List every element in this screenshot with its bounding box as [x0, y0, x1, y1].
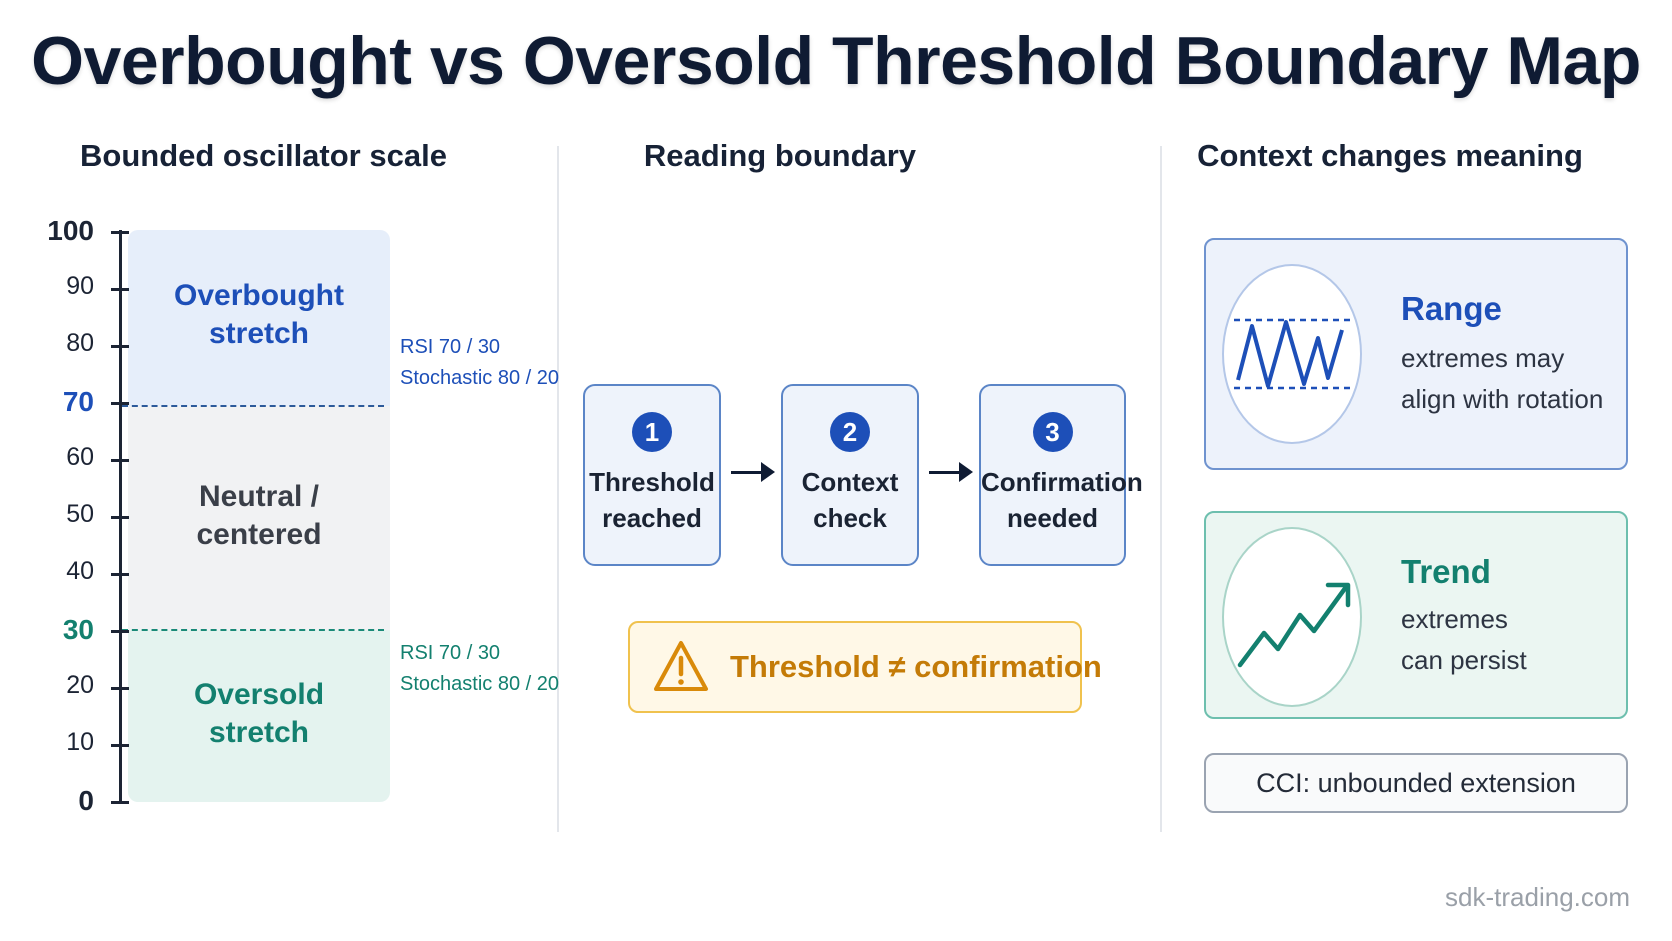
column-divider: [1160, 146, 1162, 832]
overbought-zone: [128, 230, 390, 406]
trend-context-card: Trend extremes can persist: [1204, 511, 1628, 719]
step-number-badge: 2: [830, 412, 870, 452]
scale-tick-label: 30: [62, 614, 94, 645]
step-number-badge: 3: [1032, 412, 1073, 452]
scale-tick: [111, 288, 129, 291]
scale-tick-label: 60: [66, 443, 94, 471]
step-label-line1: Confirmation: [981, 467, 1143, 497]
threshold-70-line: [122, 405, 384, 407]
arrow-right-icon: [929, 462, 973, 482]
scale-tick: [111, 231, 129, 234]
scale-tick-label: 10: [66, 728, 94, 756]
scale-tick: [111, 459, 129, 462]
range-title: Range: [1401, 290, 1502, 327]
range-context-card: Range extremes may align with rotation: [1204, 238, 1628, 470]
scale-tick-label: 50: [66, 500, 94, 528]
warning-triangle-icon: [654, 641, 708, 691]
lower-note-stochastic: Stochastic 80 / 20: [400, 673, 559, 695]
scale-tick-label: 80: [66, 329, 94, 357]
scale-tick-label: 20: [66, 671, 94, 699]
scale-tick: [111, 687, 129, 690]
scale-tick-label: 100: [47, 215, 94, 246]
warning-callout: Threshold ≠ confirmation: [628, 621, 1102, 713]
scale-tick-label: 40: [66, 557, 94, 585]
oversold-zone: [128, 630, 390, 802]
step-context-check: 2 Context check: [781, 384, 919, 566]
scale-tick-label: 0: [78, 785, 94, 816]
oversold-label-line2: stretch: [208, 716, 310, 749]
left-column-heading: Bounded oscillator scale: [80, 138, 447, 173]
overbought-label: Overbought stretch: [128, 277, 390, 353]
upper-threshold-note: RSI 70 / 30 Stochastic 80 / 20: [400, 332, 559, 394]
neutral-zone: [128, 406, 390, 630]
scale-tick-label: 70: [62, 386, 94, 417]
step-threshold-reached: 1 Threshold reached: [583, 384, 721, 566]
scale-tick: [111, 630, 129, 633]
overbought-label-line1: Overbought: [174, 279, 344, 312]
page-title: Overbought vs Oversold Threshold Boundar…: [31, 23, 1641, 99]
range-icon-circle: [1222, 264, 1362, 444]
threshold-30-line: [122, 629, 384, 631]
trend-description-line1: extremes: [1401, 604, 1508, 634]
scale-tick: [111, 516, 129, 519]
arrow-right-icon: [731, 462, 775, 482]
step-label-line2: needed: [1006, 503, 1099, 533]
scale-tick: [111, 402, 129, 405]
range-description: extremes may align with rotation: [1401, 338, 1603, 420]
step-label-line2: reached: [602, 503, 702, 533]
warning-text: Threshold ≠ confirmation: [730, 649, 1102, 684]
lower-note-rsi: RSI 70 / 30: [400, 642, 501, 664]
step-label-line2: check: [813, 503, 887, 533]
step-label-line1: Context: [801, 467, 899, 497]
column-divider: [557, 146, 559, 832]
oversold-label-line1: Oversold: [193, 678, 325, 711]
scale-tick: [111, 573, 129, 576]
step-number-badge: 1: [632, 412, 672, 452]
scale-tick: [111, 801, 129, 804]
oversold-label: Oversold stretch: [128, 676, 390, 752]
neutral-label-line2: centered: [196, 518, 322, 551]
scale-tick-label: 90: [66, 272, 94, 300]
range-description-line1: extremes may: [1401, 343, 1565, 373]
overbought-label-line2: stretch: [208, 317, 310, 350]
range-oscillation-icon: [1234, 318, 1352, 390]
trend-description-line2: can persist: [1401, 645, 1527, 675]
middle-column-heading: Reading boundary: [643, 138, 917, 173]
cci-note: CCI: unbounded extension: [1204, 753, 1628, 813]
trend-up-arrow-icon: [1237, 582, 1351, 668]
step-label-line1: Threshold: [589, 467, 715, 497]
trend-description: extremes can persist: [1401, 599, 1527, 681]
neutral-label-line1: Neutral /: [198, 480, 320, 513]
trend-icon-circle: [1222, 527, 1362, 707]
footer-watermark: sdk-trading.com: [1445, 882, 1630, 912]
upper-note-stochastic: Stochastic 80 / 20: [400, 367, 559, 389]
neutral-label: Neutral / centered: [128, 478, 390, 554]
scale-tick: [111, 744, 129, 747]
right-column-heading: Context changes meaning: [1197, 138, 1583, 173]
trend-title: Trend: [1401, 553, 1491, 590]
scale-tick: [111, 345, 129, 348]
upper-note-rsi: RSI 70 / 30: [400, 336, 501, 358]
range-description-line2: align with rotation: [1401, 384, 1604, 414]
step-confirmation-needed: 3 Confirmation needed: [979, 384, 1143, 566]
lower-threshold-note: RSI 70 / 30 Stochastic 80 / 20: [400, 638, 559, 700]
